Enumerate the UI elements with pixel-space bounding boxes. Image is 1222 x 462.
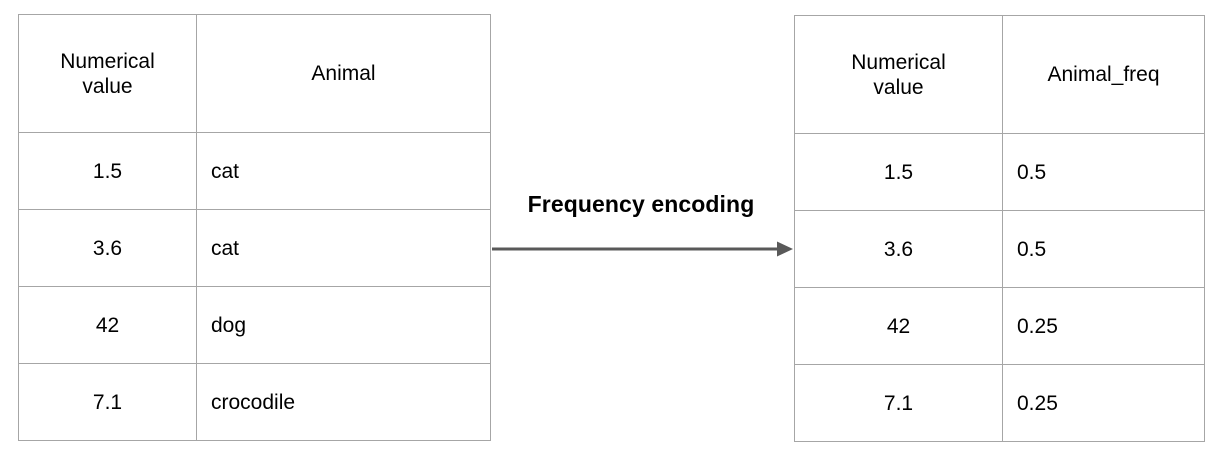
column-header-line1: Numerical <box>60 49 155 73</box>
table-row: 42 0.25 <box>794 287 1205 365</box>
table-header-row: Numerical value Animal <box>18 14 491 133</box>
table-row: 1.5 0.5 <box>794 133 1205 211</box>
column-header-animal: Animal <box>196 14 491 133</box>
cell-animal: cat <box>196 132 491 210</box>
table-row: 3.6 0.5 <box>794 210 1205 288</box>
table-row: 7.1 0.25 <box>794 364 1205 442</box>
cell-animal-freq: 0.5 <box>1002 210 1205 288</box>
table-row: 1.5 cat <box>18 132 491 210</box>
table-header-row: Numerical value Animal_freq <box>794 15 1205 134</box>
cell-numerical-value: 3.6 <box>794 210 1003 288</box>
cell-numerical-value: 1.5 <box>18 132 197 210</box>
cell-numerical-value: 3.6 <box>18 209 197 287</box>
cell-numerical-value: 42 <box>18 286 197 364</box>
arrow-right-icon <box>492 241 793 257</box>
table-row: 42 dog <box>18 286 491 364</box>
table-row: 3.6 cat <box>18 209 491 287</box>
column-header-line1: Numerical <box>851 50 946 74</box>
cell-animal: crocodile <box>196 363 491 441</box>
cell-numerical-value: 7.1 <box>18 363 197 441</box>
column-header-numerical-value: Numerical value <box>18 14 197 133</box>
table-row: 7.1 crocodile <box>18 363 491 441</box>
transform-group: Frequency encoding <box>491 190 795 260</box>
cell-animal: cat <box>196 209 491 287</box>
column-header-numerical-value: Numerical value <box>794 15 1003 134</box>
output-table: Numerical value Animal_freq 1.5 0.5 3.6 … <box>794 15 1205 442</box>
column-header-line2: value <box>82 74 133 98</box>
column-header-animal-freq: Animal_freq <box>1002 15 1205 134</box>
input-table: Numerical value Animal 1.5 cat 3.6 cat 4… <box>18 14 491 441</box>
cell-numerical-value: 42 <box>794 287 1003 365</box>
cell-numerical-value: 7.1 <box>794 364 1003 442</box>
transform-label: Frequency encoding <box>527 191 755 217</box>
cell-animal-freq: 0.25 <box>1002 364 1205 442</box>
cell-animal: dog <box>196 286 491 364</box>
cell-animal-freq: 0.5 <box>1002 133 1205 211</box>
cell-numerical-value: 1.5 <box>794 133 1003 211</box>
cell-animal-freq: 0.25 <box>1002 287 1205 365</box>
column-header-line2: value <box>873 75 924 99</box>
